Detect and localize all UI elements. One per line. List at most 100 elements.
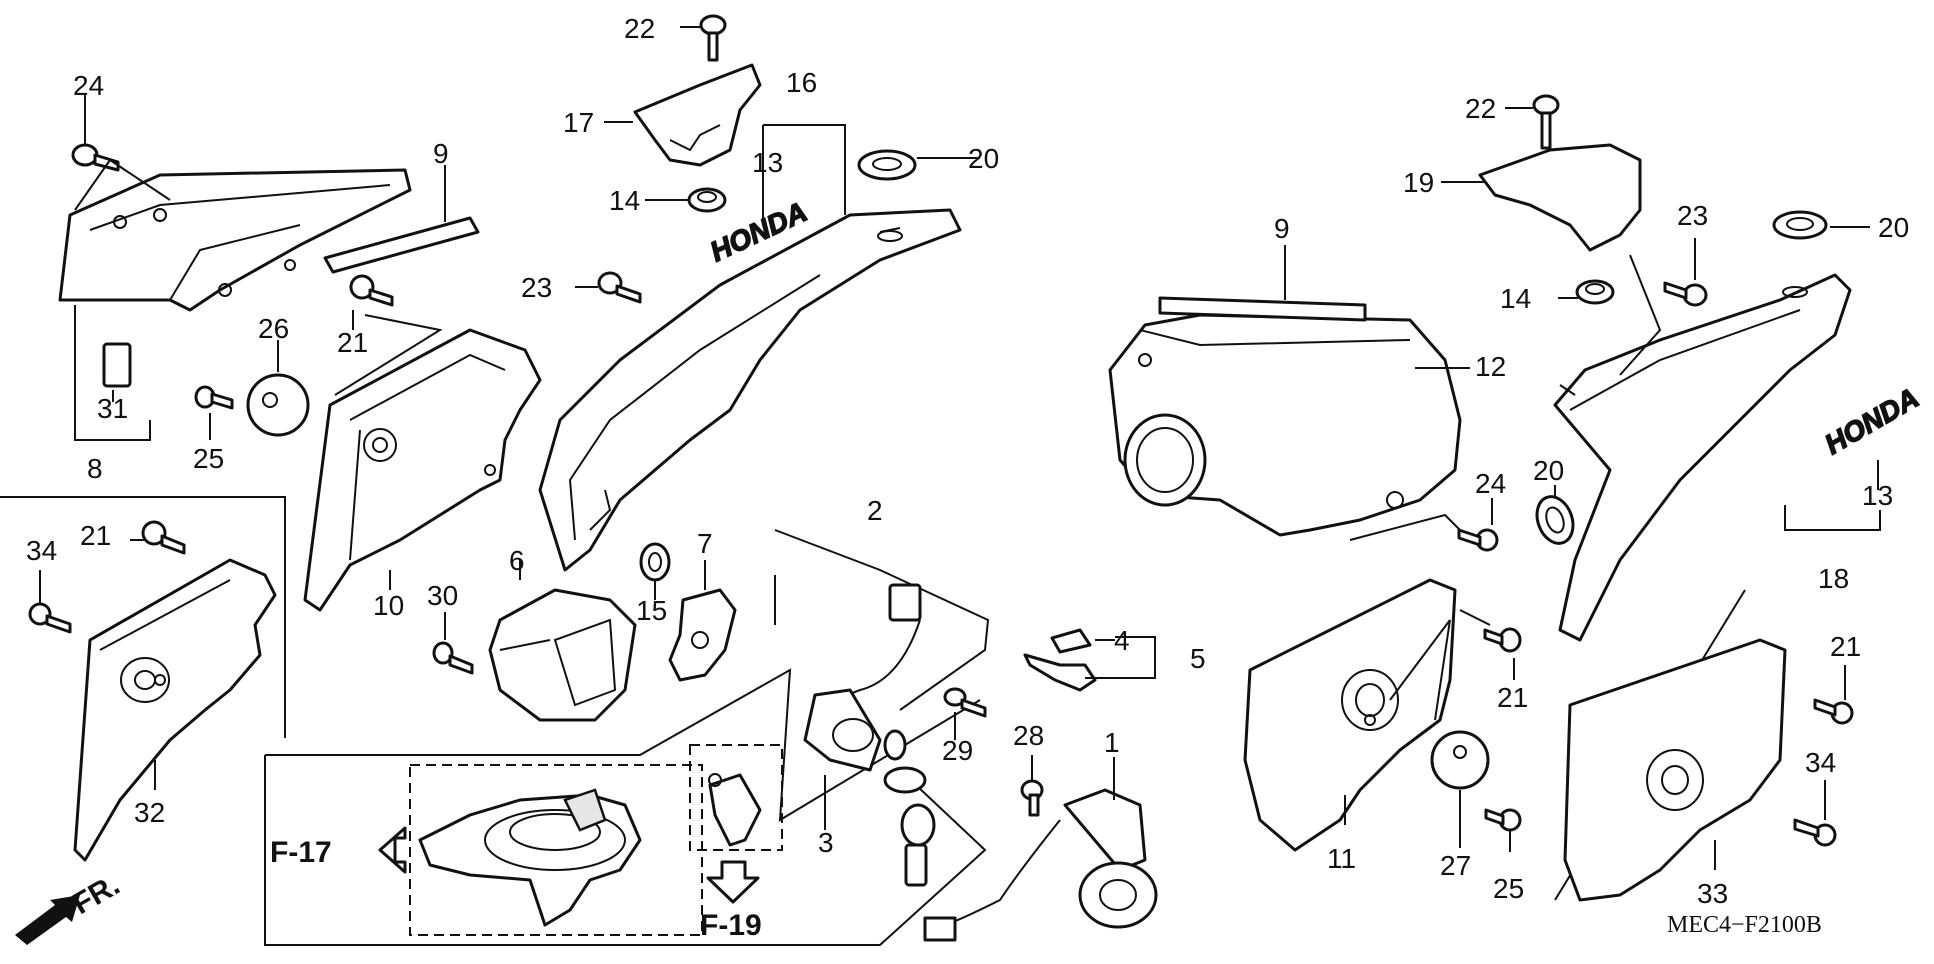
callout-9-left: 9 [433,138,449,169]
callout-25-right: 25 [1493,873,1524,904]
callout-22-right: 22 [1465,93,1496,124]
plate-27 [1430,730,1490,790]
bolt-23-right [1663,281,1708,307]
bracket-17 [633,63,762,167]
side-panel-33 [1563,638,1787,902]
callout-21-upper: 21 [337,327,368,358]
callout-20-lower-right: 20 [1533,455,1564,486]
diagram-code: MEC4−F2100B [1667,912,1822,938]
callout-25-left: 25 [193,443,224,474]
rubber-strip-9-left [323,216,480,274]
side-panel-11 [1243,578,1457,852]
callout-30: 30 [427,580,458,611]
front-marker-label: FR. [67,868,125,921]
relay-part [708,773,762,847]
callout-24-left: 24 [73,70,104,101]
ref-f19: F-19 [700,909,762,942]
callout-10: 10 [373,590,404,621]
grommet-14-right [1575,279,1615,305]
callout-24-right: 24 [1475,468,1506,499]
callout-21-right: 21 [1830,631,1861,662]
bolt-25-right [1484,808,1522,832]
callout-16: 16 [786,67,817,98]
callout-4: 4 [1114,625,1130,656]
grommet-20-left [857,149,917,181]
grommet-20-lower-right [1535,495,1575,545]
callout-14-left: 14 [609,185,640,216]
callout-18: 18 [1818,563,1849,594]
fuel-pump-mount-part [418,788,642,927]
callout-2: 2 [867,495,883,526]
emblem-13-right: HONDA [1819,381,1925,461]
bolt-21-upper [349,274,394,307]
bolt-25-left [194,385,234,410]
bracket-7 [668,588,737,682]
callout-17: 17 [563,107,594,138]
lock-cylinder-3 [803,688,907,772]
callout-27: 27 [1440,850,1471,881]
bolt-24-right [1457,528,1499,552]
bolt-21-center [1483,627,1522,653]
arrow-to-f17 [378,826,407,874]
bolt-34-right [1793,818,1837,847]
bolt-29 [943,687,987,718]
key-set-2 [883,766,936,887]
callout-21-center: 21 [1497,682,1528,713]
bracket-19 [1478,143,1642,252]
bolt-22-right [1532,94,1560,150]
inset-frame [264,668,987,946]
cushion-31 [102,342,132,388]
tank-cover-12 [1108,313,1462,537]
front-direction-arrow [15,895,80,945]
box-6 [488,588,637,722]
key-5 [1023,653,1097,692]
callout-29: 29 [942,735,973,766]
bolt-21-left [141,520,186,555]
callout-9-right: 9 [1274,213,1290,244]
callout-34-right: 34 [1805,747,1836,778]
bolt-21-right [1813,698,1854,725]
callout-23-right: 23 [1677,200,1708,231]
callout-21-left: 21 [80,520,111,551]
callout-14-right: 14 [1500,283,1531,314]
callout-34-left: 34 [26,535,57,566]
bolt-34-left [28,602,72,634]
bolt-28 [1020,779,1044,817]
svg-text:HONDA: HONDA [1820,382,1924,460]
callout-22-left: 22 [624,13,655,44]
seat-cowl-16 [538,208,962,572]
callout-5: 5 [1190,643,1206,674]
callout-7: 7 [697,528,713,559]
grommet-20-upper-right [1772,210,1828,240]
callout-31: 31 [97,393,128,424]
inner-panel-10 [303,328,542,612]
grommet-14-left [687,187,727,213]
callout-32: 32 [134,797,165,828]
callout-33: 33 [1697,878,1728,909]
callout-28: 28 [1013,720,1044,751]
callout-6: 6 [509,545,525,576]
grommet-15 [639,542,671,582]
arrow-to-f19 [706,860,760,904]
key-4 [1050,628,1092,654]
ref-f17: F-17 [270,836,332,869]
ignition-switch-1 [923,788,1158,942]
lower-left-panel-32 [73,558,277,862]
callout-15: 15 [636,595,667,626]
bolt-30 [432,641,474,675]
callout-12: 12 [1475,351,1506,382]
rubber-strip-9-right [1158,296,1367,322]
callout-1: 1 [1104,727,1120,758]
upper-left-cover-part [58,168,412,312]
callout-19: 19 [1403,167,1434,198]
callout-20-upper-right: 20 [1878,212,1909,243]
side-cowl-18 [1553,273,1852,642]
inset-dashed-box-f19 [689,744,783,851]
bolt-24-left [71,143,120,172]
bolt-22-left [699,14,727,62]
plate-26 [246,373,310,437]
bolt-23-left [597,271,642,304]
callout-23-left: 23 [521,272,552,303]
callout-13-left: 13 [752,147,783,178]
